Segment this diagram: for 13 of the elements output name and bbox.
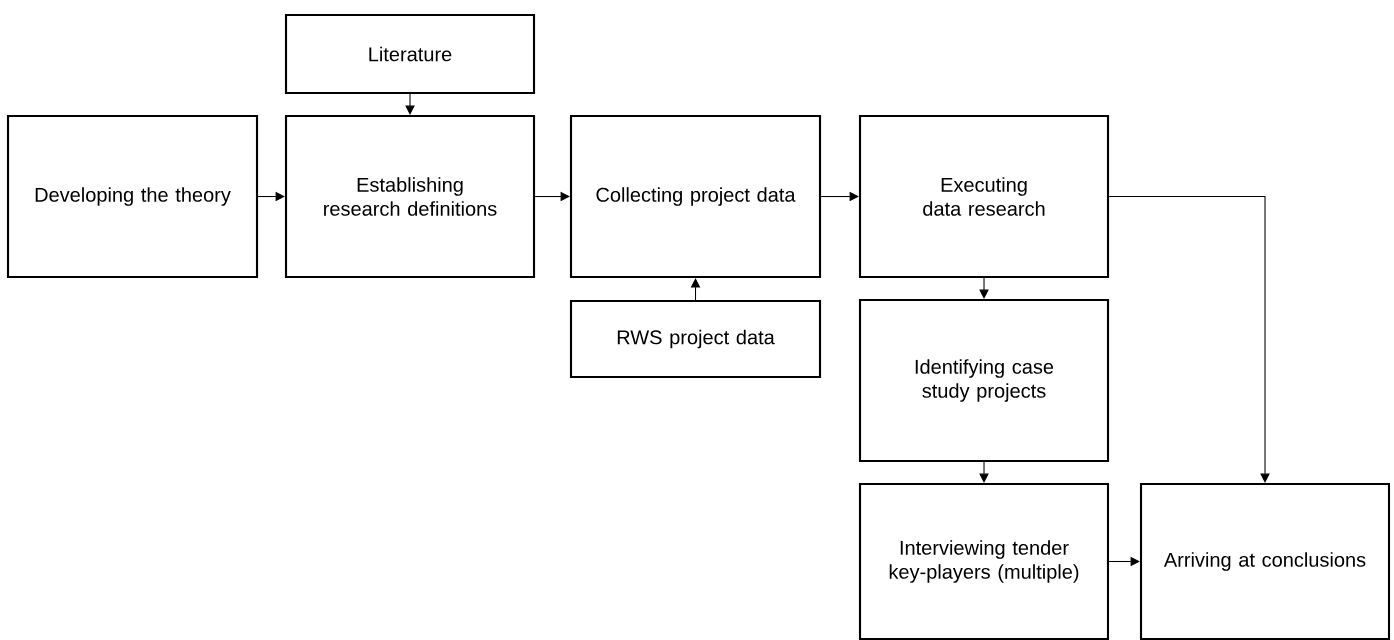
arrow: [1108, 195, 1270, 483]
process-box: Executing data research: [858, 114, 1110, 279]
process-box: RWS project data: [569, 299, 822, 379]
process-box: Collecting project data: [569, 114, 822, 279]
arrow: [979, 461, 989, 483]
process-box: Interviewing tender key-players (multiple): [858, 482, 1110, 640]
arrow: [979, 277, 989, 299]
process-box: Literature: [284, 13, 536, 95]
process-box: Identifying case study projects: [858, 298, 1110, 463]
process-box: Establishing research definitions: [284, 114, 536, 279]
process-box: Developing the theory: [6, 114, 259, 279]
arrow: [405, 93, 415, 115]
process-box: Arriving at conclusions: [1139, 482, 1391, 640]
